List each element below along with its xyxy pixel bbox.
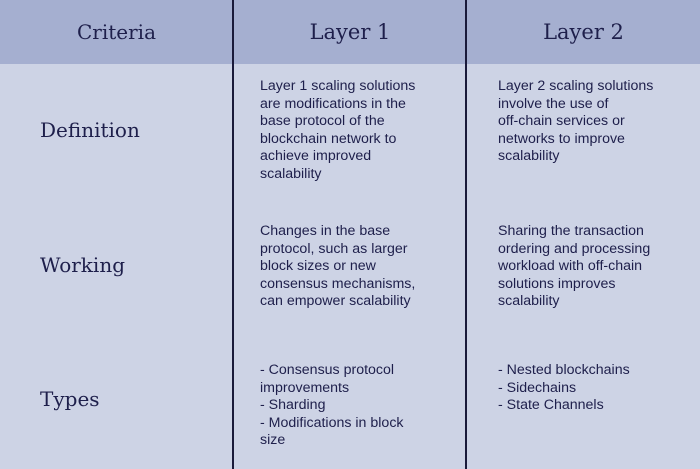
cell-definition-layer-1: Layer 1 scaling solutions are modificati… xyxy=(260,78,455,184)
cell-line: protocol, such as larger xyxy=(260,240,408,257)
cell-line: scalability xyxy=(260,165,322,182)
cell-line: Sharing the transaction xyxy=(498,223,644,239)
cell-types-layer-1: - Consensus protocol improvements - Shar… xyxy=(260,362,455,450)
column-divider-2 xyxy=(465,0,467,469)
cell-line: - Consensus protocol xyxy=(260,362,395,378)
cell-line: achieve improved xyxy=(260,148,372,165)
cell-line: ordering and processing xyxy=(498,240,651,257)
row-label-working: Working xyxy=(40,253,125,277)
cell-line: blockchain network to xyxy=(260,130,397,147)
cell-line: Layer 2 scaling solutions xyxy=(498,78,654,94)
cell-line: consensus mechanisms, xyxy=(260,275,416,292)
row-label-types: Types xyxy=(40,387,100,411)
cell-line: networks to improve xyxy=(498,130,625,147)
table-header: Criteria Layer 1 Layer 2 xyxy=(0,0,700,64)
cell-line: - Sharding xyxy=(260,397,326,414)
cell-line: Changes in the base xyxy=(260,223,391,239)
cell-line: size xyxy=(260,432,286,449)
cell-line: improvements xyxy=(260,379,350,396)
cell-line: base protocol of the xyxy=(260,113,385,130)
cell-line: - Nested blockchains xyxy=(498,362,630,378)
cell-working-layer-2: Sharing the transaction ordering and pro… xyxy=(498,223,693,311)
cell-line: - Modifications in block xyxy=(260,414,404,431)
cell-line: block sizes or new xyxy=(260,258,376,275)
cell-line: - State Channels xyxy=(498,397,604,414)
cell-line: workload with off-chain xyxy=(498,258,643,275)
cell-definition-layer-2: Layer 2 scaling solutions involve the us… xyxy=(498,78,693,166)
cell-line: involve the use of xyxy=(498,95,609,112)
row-label-definition: Definition xyxy=(40,118,140,142)
cell-line: Layer 1 scaling solutions xyxy=(260,78,416,94)
header-criteria: Criteria xyxy=(76,20,156,44)
cell-line: can empower scalability xyxy=(260,293,411,310)
cell-line: off-chain services or xyxy=(498,113,625,130)
cell-line: scalability xyxy=(498,148,560,165)
cell-types-layer-2: - Nested blockchains - Sidechains - Stat… xyxy=(498,362,693,415)
cell-line: scalability xyxy=(498,293,560,310)
cell-working-layer-1: Changes in the base protocol, such as la… xyxy=(260,223,455,311)
header-layer-1: Layer 1 xyxy=(309,20,391,44)
cell-line: are modifications in the xyxy=(260,95,406,112)
header-layer-2: Layer 2 xyxy=(543,20,624,44)
cell-line: solutions improves xyxy=(498,275,616,292)
column-divider-1 xyxy=(232,0,234,469)
cell-line: - Sidechains xyxy=(498,379,577,396)
